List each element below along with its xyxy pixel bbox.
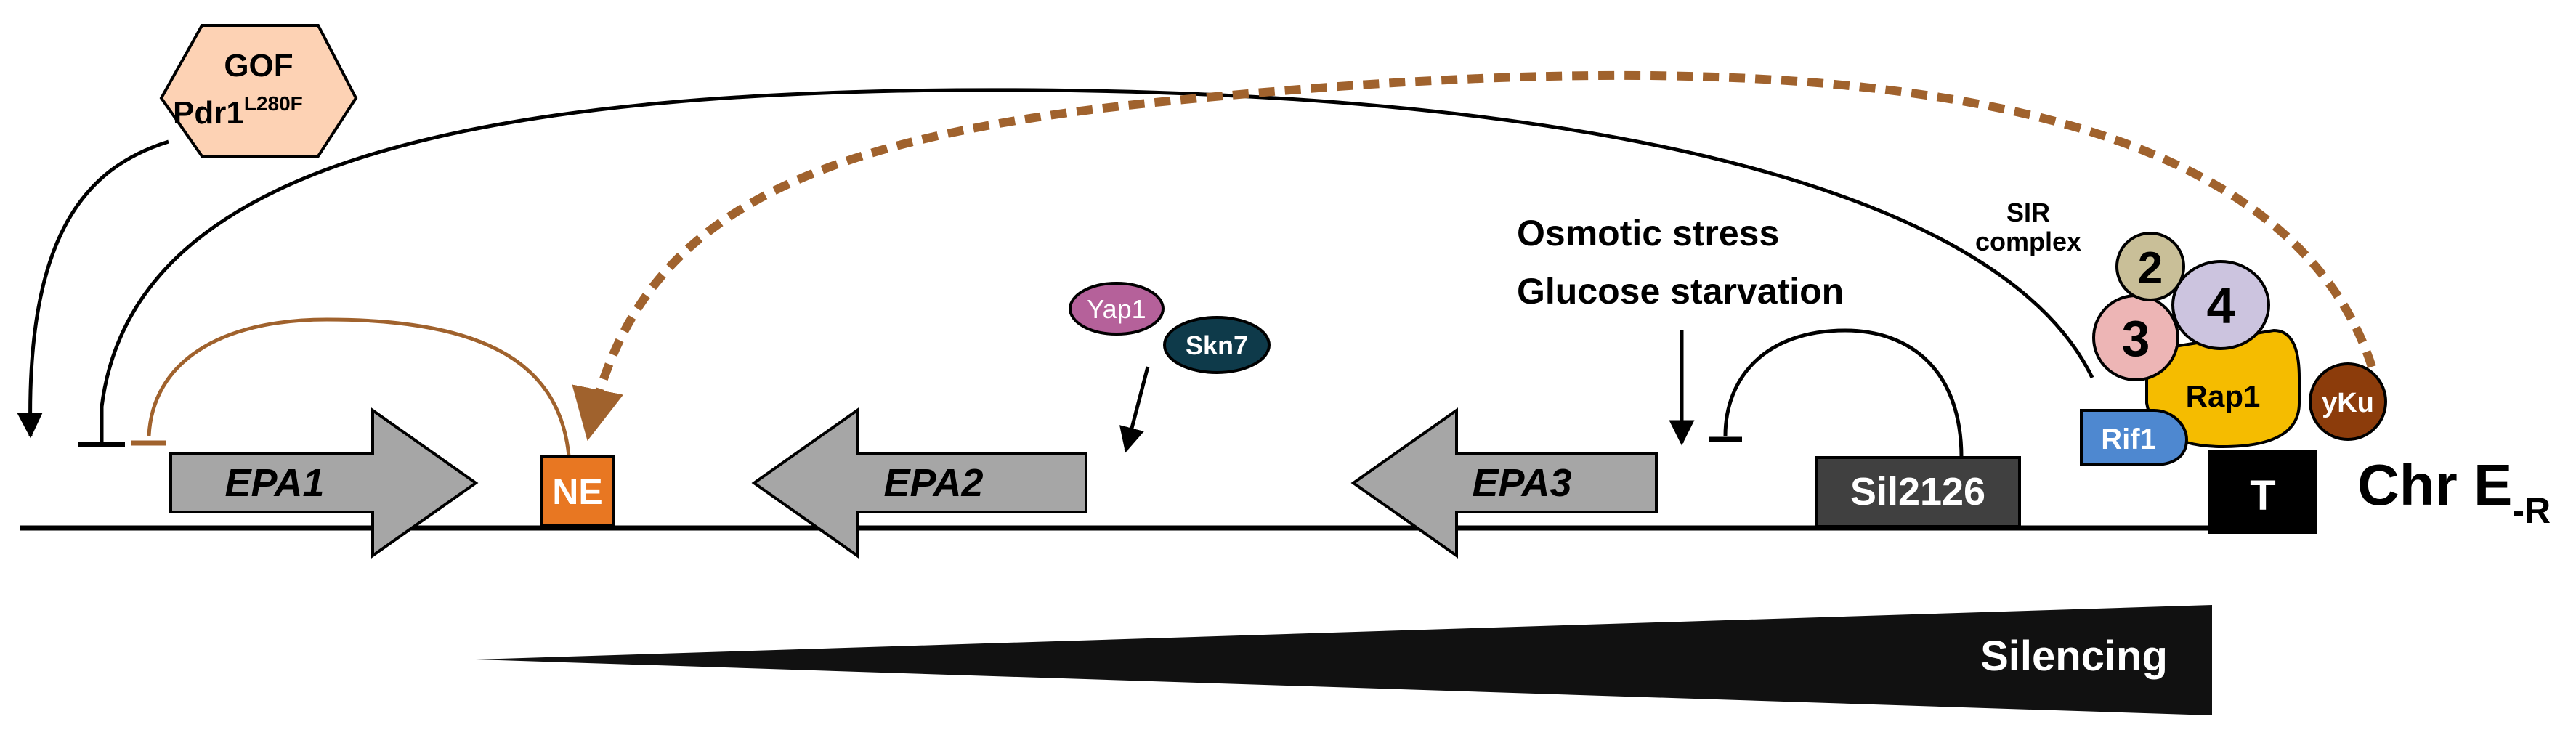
yku-label: yKu [2322, 388, 2374, 418]
yku-ne-dashed-arc [572, 70, 2376, 442]
glucose-starvation-label: Glucose starvation [1517, 271, 1844, 312]
epa1-gene [169, 407, 479, 559]
telomere-block [2208, 450, 2317, 534]
gof-pdr1-heptagon [159, 24, 358, 158]
skn7-label: Skn7 [1186, 330, 1248, 360]
sir2-label: 2 [2138, 243, 2163, 293]
epa2-gene [751, 407, 1087, 559]
sir3-label: 3 [2122, 310, 2150, 367]
transcription-factor-arrow [1119, 366, 1150, 453]
osmotic-stress-label: Osmotic stress [1517, 213, 1779, 253]
sil2126-repression-arc [1723, 328, 1964, 458]
sir-complex-label: complex [1975, 227, 2081, 256]
pdr1-label: Pdr1L280F [173, 92, 303, 131]
sir2-protein [2115, 232, 2185, 301]
yap1-label: Yap1 [1087, 294, 1146, 324]
chromosome-label: Chr E-R [2357, 452, 2551, 531]
epa3-label: EPA3 [1472, 461, 1571, 505]
epa3-gene [1350, 407, 1658, 559]
ne-repression-arc [147, 317, 571, 457]
rif1-label: Rif1 [2101, 423, 2156, 455]
sir4-label: 4 [2207, 277, 2235, 334]
rap1-label: Rap1 [2186, 379, 2261, 413]
epa2-label: EPA2 [883, 461, 983, 505]
yku-protein [2309, 362, 2387, 441]
silencing-wedge [476, 605, 2212, 715]
sir-repression-arc [100, 88, 2094, 443]
sil2126-element [1815, 456, 2021, 528]
silencing-label: Silencing [1980, 633, 2168, 680]
ne-label: NE [552, 471, 602, 512]
sil2126-label: Sil2126 [1850, 470, 1985, 513]
telomere-label: T [2250, 472, 2275, 519]
yap1-factor [1069, 282, 1165, 336]
sir4-protein [2171, 260, 2270, 350]
ne-element [540, 455, 615, 527]
skn7-factor [1163, 316, 1271, 374]
rif1-protein [2080, 409, 2189, 466]
gof-label: GOF [224, 48, 293, 84]
gof-arrow [17, 139, 169, 439]
sir-label: SIR [2006, 198, 2050, 227]
epa1-label: EPA1 [224, 461, 324, 505]
